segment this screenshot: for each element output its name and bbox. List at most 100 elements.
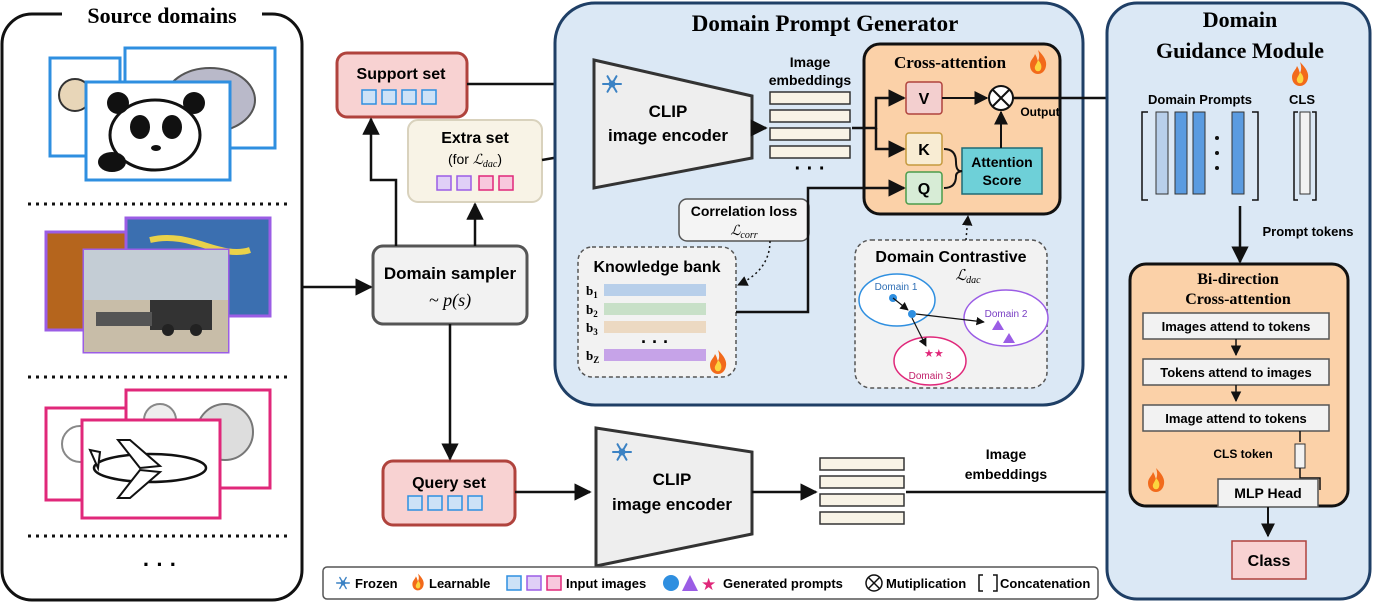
svg-text:Knowledge bank: Knowledge bank [593,259,720,276]
svg-text:· · ·: · · · [794,158,825,180]
svg-text:embeddings: embeddings [769,72,852,88]
svg-text:Image: Image [790,54,831,70]
svg-text:Domain 2: Domain 2 [985,309,1028,320]
cls-token [1299,111,1311,195]
domain-prompt-generator-panel: Domain Prompt Generator CLIP image encod… [553,1,1085,407]
knowledge-bank: Knowledge bank b1 b2 b3 · · · bZ [577,246,737,378]
step-box [1142,358,1330,386]
svg-text:image encoder: image encoder [612,495,732,514]
support-set-box: Support set [335,51,469,119]
triangle-icon [1003,333,1015,343]
prompt-token [1155,111,1169,195]
svg-text:Generated prompts: Generated prompts [723,576,843,591]
svg-text:Domain 1: Domain 1 [875,282,918,293]
cross-circle-icon [865,574,883,592]
svg-text:Frozen: Frozen [355,576,398,591]
svg-text:Tokens attend to images: Tokens attend to images [1160,365,1311,380]
svg-text:Q: Q [918,181,930,198]
k-box [905,132,943,166]
query-set-box: Query set [381,459,517,527]
triangle-icon [992,320,1004,330]
cartoon-images [48,46,277,182]
output-label: Output [1020,105,1059,119]
svg-text:Correlation loss: Correlation loss [691,203,798,219]
painting-images [44,216,272,354]
domain-sampler-formula: ~ p(s) [429,290,471,311]
bracket-icon [1141,111,1259,201]
star-icon: ★★ [924,348,944,360]
sketch-images [44,388,272,520]
svg-text:CLIP: CLIP [649,102,688,121]
svg-text:Domain: Domain [1203,7,1278,32]
circle-icon [663,575,679,591]
svg-text:Domain Contrastive: Domain Contrastive [875,249,1026,266]
svg-text:Class: Class [1248,553,1291,570]
generator-title: Domain Prompt Generator [692,11,959,36]
svg-text:Images attend to tokens: Images attend to tokens [1162,319,1311,334]
class-box [1231,540,1307,580]
prompt-token [1174,111,1188,195]
star-icon: ★ [701,575,716,594]
svg-text:Mutiplication: Mutiplication [886,576,966,591]
svg-text:image encoder: image encoder [608,126,728,145]
svg-text:Score: Score [983,172,1022,188]
svg-text:Learnable: Learnable [429,576,490,591]
svg-text:b1: b1 [586,283,598,300]
svg-text:Bi-direction: Bi-direction [1197,271,1279,288]
domain-sampler-box: Domain sampler ~ p(s) [371,244,529,326]
svg-text:Image attend to tokens: Image attend to tokens [1165,411,1307,426]
domain-sampler-label: Domain sampler [384,264,517,283]
svg-text:bZ: bZ [586,348,599,365]
svg-text:Cross-attention: Cross-attention [894,53,1007,72]
svg-text:Input images: Input images [566,576,646,591]
bracket-icon [978,574,998,592]
svg-text:Concatenation: Concatenation [1000,576,1090,591]
svg-text:ℒcorr: ℒcorr [730,224,757,241]
svg-text:Attention: Attention [971,154,1032,170]
bi-direction-cross-attention: Bi-direction Cross-attention Images atte… [1128,262,1350,508]
prompt-token [1231,111,1245,195]
svg-text:CLS: CLS [1289,92,1315,107]
domain-contrastive-box: Domain Contrastive ℒdac Domain 1 Domain … [854,239,1049,389]
svg-text:b2: b2 [586,302,598,319]
prompt-token [1192,111,1206,195]
extra-set-note: (for ℒdac) [448,151,502,170]
correlation-loss-box: Correlation loss ℒcorr [678,198,810,242]
image-embeddings-bottom: Image embeddings [819,446,1048,525]
triangle-icon [682,575,698,591]
svg-text:Domain Prompts: Domain Prompts [1148,92,1252,107]
cross-circle-icon [988,85,1014,111]
source-domains-ellipsis: · · · [143,552,177,577]
step-box [1142,404,1330,432]
domain-guidance-module-panel: Domain Guidance Module Domain Prompts CL… [1105,1,1372,601]
bracket-icon [1293,111,1317,201]
source-domains-panel: Source domains [0,2,304,602]
cross-attention-block: Cross-attention V K Q Attention Score [862,42,1062,216]
source-domains-title: Source domains [87,3,237,28]
clip-encoder-bottom: CLIP image encoder [594,426,754,568]
svg-text:Image: Image [986,446,1027,462]
svg-text:embeddings: embeddings [965,466,1048,482]
svg-text:K: K [918,142,930,159]
extra-set-box: Extra set (for ℒdac) [407,119,543,203]
query-set-label: Query set [412,475,486,492]
legend: Frozen Learnable Input images ★ Generate… [322,566,1099,600]
svg-text:V: V [919,91,930,108]
svg-text:b3: b3 [586,320,598,337]
svg-text:· · ·: · · · [641,332,669,352]
circle-icon [908,310,916,318]
q-box [905,171,943,205]
svg-text:Cross-attention: Cross-attention [1185,291,1291,308]
extra-set-label: Extra set [441,130,509,147]
svg-text:CLS token: CLS token [1213,447,1272,461]
svg-text:Domain 3: Domain 3 [909,371,952,382]
svg-text:CLIP: CLIP [653,470,692,489]
svg-text:Guidance Module: Guidance Module [1156,38,1324,63]
svg-text:ℒdac: ℒdac [955,268,981,286]
mlp-head-box [1217,478,1319,508]
clip-encoder-top: CLIP image encoder [592,58,754,190]
svg-text:MLP Head: MLP Head [1234,485,1301,501]
svg-text:Prompt tokens: Prompt tokens [1262,224,1353,239]
support-set-label: Support set [357,66,447,83]
